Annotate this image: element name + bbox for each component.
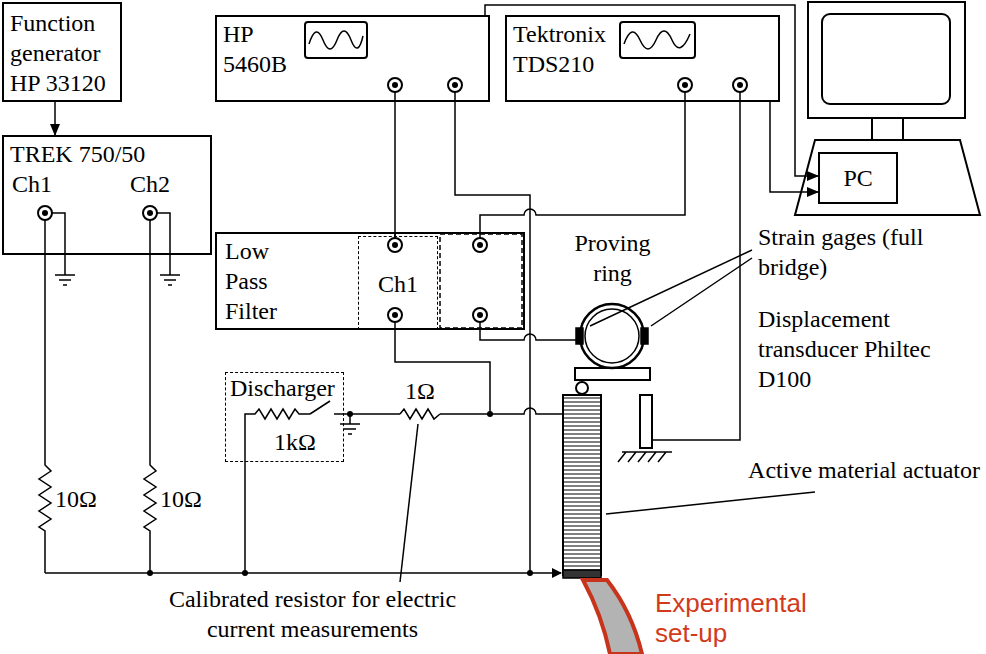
part-label: Displacement transducer Philtec D100: [758, 304, 968, 394]
wire: [395, 322, 490, 414]
wire: [652, 92, 740, 440]
platen: [575, 368, 650, 380]
strain-gage: [641, 328, 648, 344]
wire: [455, 92, 530, 573]
instrument-box: Function generator HP 33120: [2, 2, 122, 102]
oscilloscope-box: Tektronix TDS210: [505, 15, 780, 102]
fixed-ground-hatch: [618, 452, 672, 462]
monitor-neck: [872, 118, 903, 140]
box-text: PC: [844, 163, 873, 193]
computer-base: [795, 140, 980, 215]
leader-line: [606, 492, 815, 514]
displacement-transducer: [640, 395, 652, 448]
amplifier-box: TREK 750/50Ch1 Ch2: [2, 135, 212, 255]
strain-gage: [576, 328, 583, 344]
switch-symbol: [310, 401, 400, 414]
monitor-screen: [822, 14, 950, 104]
oscilloscope-box: HP 5460B: [215, 15, 490, 102]
resistor-symbol: [39, 220, 51, 573]
filter-channel-box: [440, 234, 522, 328]
box-text: Discharger: [230, 373, 335, 403]
ground-wire: [52, 213, 170, 275]
signal-connector: [770, 102, 818, 192]
box-text: Ch1: [12, 169, 52, 199]
scope-screen: [620, 22, 695, 58]
terminals: [38, 78, 747, 322]
resistor-value: 10Ω: [55, 484, 115, 514]
box-text: Function generator HP 33120: [10, 8, 114, 98]
box-text: 1kΩ: [274, 427, 316, 457]
proving-ring: [580, 304, 644, 368]
wire: [480, 322, 576, 340]
discharger-box: Discharger 1kΩ: [225, 372, 344, 462]
resistor-symbol: [400, 409, 440, 419]
resistor-value: 10Ω: [160, 484, 220, 514]
terminal-dots: [42, 82, 743, 576]
leader-line: [400, 424, 418, 582]
ball-joint: [576, 382, 588, 394]
filter-channel-box: Ch1: [358, 236, 438, 330]
box-text: Ch2: [130, 169, 170, 199]
drive-wire: [45, 572, 561, 574]
signal-connector: [54, 102, 56, 135]
computer-box: PC: [818, 152, 898, 204]
box-text: HP 5460B: [223, 19, 301, 79]
resistor-value: 1Ω: [405, 376, 445, 406]
figure-title: Experimental set-up: [655, 588, 855, 648]
note-label: Calibrated resistor for electric current…: [140, 584, 485, 644]
proving-ring: [585, 309, 639, 363]
callout-band: [583, 580, 642, 654]
sine-trace: [309, 31, 363, 49]
box-text: Low Pass Filter: [225, 236, 305, 326]
resistor-symbol: [144, 220, 156, 573]
box-text: TREK 750/50: [10, 139, 145, 169]
signal-connector: [485, 5, 818, 176]
actuator-base: [563, 570, 601, 578]
wire: [394, 92, 396, 238]
wire: [480, 92, 685, 238]
box-text: Tektronix TDS210: [513, 19, 621, 79]
sine-trace: [624, 31, 690, 49]
signal-connector: [394, 102, 396, 236]
box-text: Ch1: [378, 269, 418, 299]
monitor-case: [808, 2, 965, 118]
part-label: Strain gages (full bridge): [758, 222, 978, 282]
filter-box: Low Pass Filter Ch1: [215, 232, 525, 330]
wire: [440, 408, 563, 414]
actuator: [563, 395, 601, 575]
part-label: Proving ring: [555, 228, 670, 288]
part-label: Active material actuator: [745, 455, 980, 485]
scope-screen: [305, 22, 367, 58]
ground-wire: [349, 414, 351, 424]
